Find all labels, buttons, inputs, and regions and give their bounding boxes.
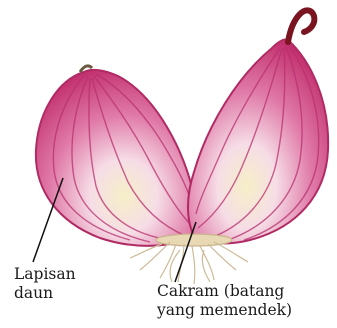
left-onion-half (36, 66, 196, 246)
basal-plate-label: Cakram (batang yang memendek) (157, 282, 292, 320)
right-onion-half (188, 10, 328, 243)
dried-stem (288, 10, 314, 42)
leaf-layers-label: Lapisan daun (14, 265, 76, 303)
